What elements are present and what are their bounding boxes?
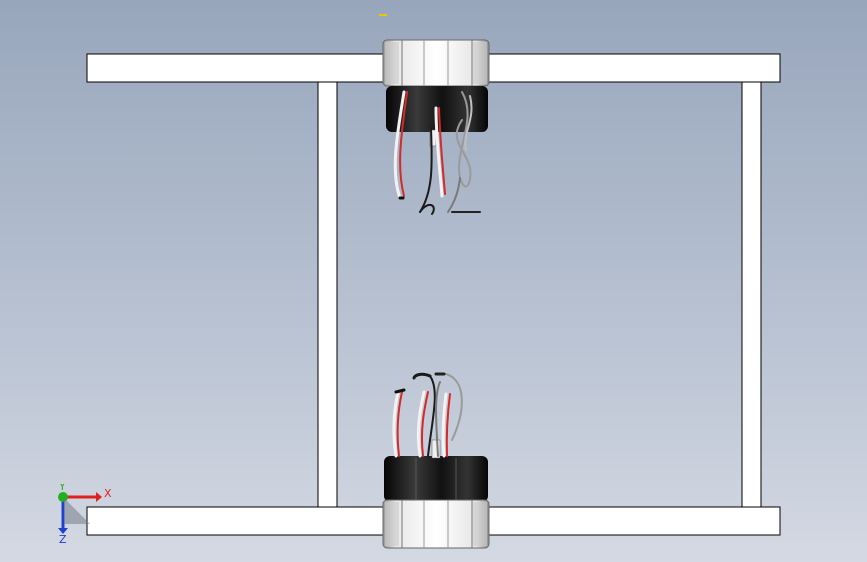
- triad-z-label: Z: [59, 533, 67, 544]
- triad-z-arrow: [58, 528, 68, 534]
- triad-x-label: X: [104, 487, 112, 500]
- origin-marker: [379, 14, 387, 16]
- right-post[interactable]: [741, 81, 762, 508]
- top-motor-wires: [393, 90, 481, 215]
- bottom-motor[interactable]: [382, 372, 490, 549]
- coordinate-triad: X Y Z: [58, 484, 112, 544]
- bottom-motor-can: [384, 456, 488, 502]
- triad-x-arrow: [96, 492, 102, 502]
- bottom-motor-ring: [382, 499, 490, 549]
- top-motor[interactable]: [382, 39, 490, 215]
- left-post[interactable]: [317, 81, 338, 508]
- bottom-motor-wires: [392, 372, 463, 458]
- triad-y-label: Y: [58, 484, 66, 493]
- triad-shadow: [64, 498, 90, 524]
